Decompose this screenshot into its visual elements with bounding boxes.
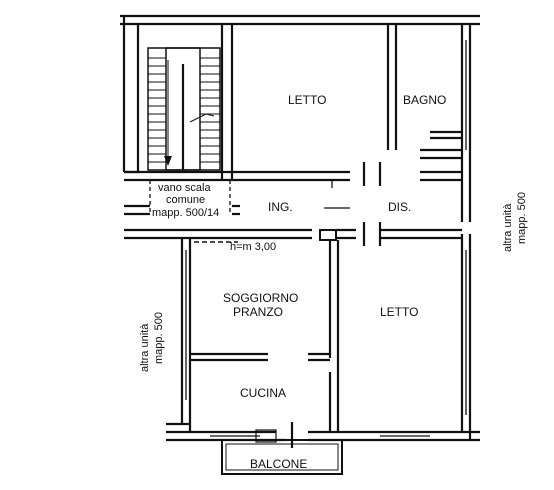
label-cucina: CUCINA: [240, 386, 286, 400]
neighbor-left: altra unità mapp. 500: [139, 312, 165, 372]
label-altra-unita-right: altra unità: [502, 203, 514, 252]
stair-labels: vano scala comune mapp. 500/14: [152, 182, 219, 219]
label-altra-unita-left: altra unità: [139, 323, 151, 372]
label-balcone: BALCONE: [250, 457, 307, 471]
label-pranzo: PRANZO: [233, 305, 283, 319]
room-labels: LETTO BAGNO ING. DIS. SOGGIORNO PRANZO L…: [223, 93, 446, 471]
label-mappale-stair: mapp. 500/14: [152, 207, 219, 219]
outer-walls: [120, 14, 480, 442]
label-letto-bottom: LETTO: [380, 305, 418, 319]
label-mappale-right: mapp. 500: [516, 192, 528, 244]
label-letto-top: LETTO: [288, 93, 326, 107]
height-note: h=m 3,00: [230, 241, 276, 253]
label-bagno: BAGNO: [403, 93, 446, 107]
label-vano-scala: vano scala: [158, 182, 211, 194]
label-comune: comune: [166, 194, 205, 206]
interior-walls: [124, 24, 462, 448]
label-disimpegno: DIS.: [388, 200, 411, 214]
windows: [185, 40, 467, 443]
label-soggiorno: SOGGIORNO: [223, 291, 298, 305]
balcony: [221, 439, 343, 475]
neighbor-right: altra unità mapp. 500: [502, 192, 528, 252]
staircase: [147, 47, 221, 171]
label-mappale-left: mapp. 500: [153, 312, 165, 364]
label-ingresso: ING.: [268, 200, 293, 214]
